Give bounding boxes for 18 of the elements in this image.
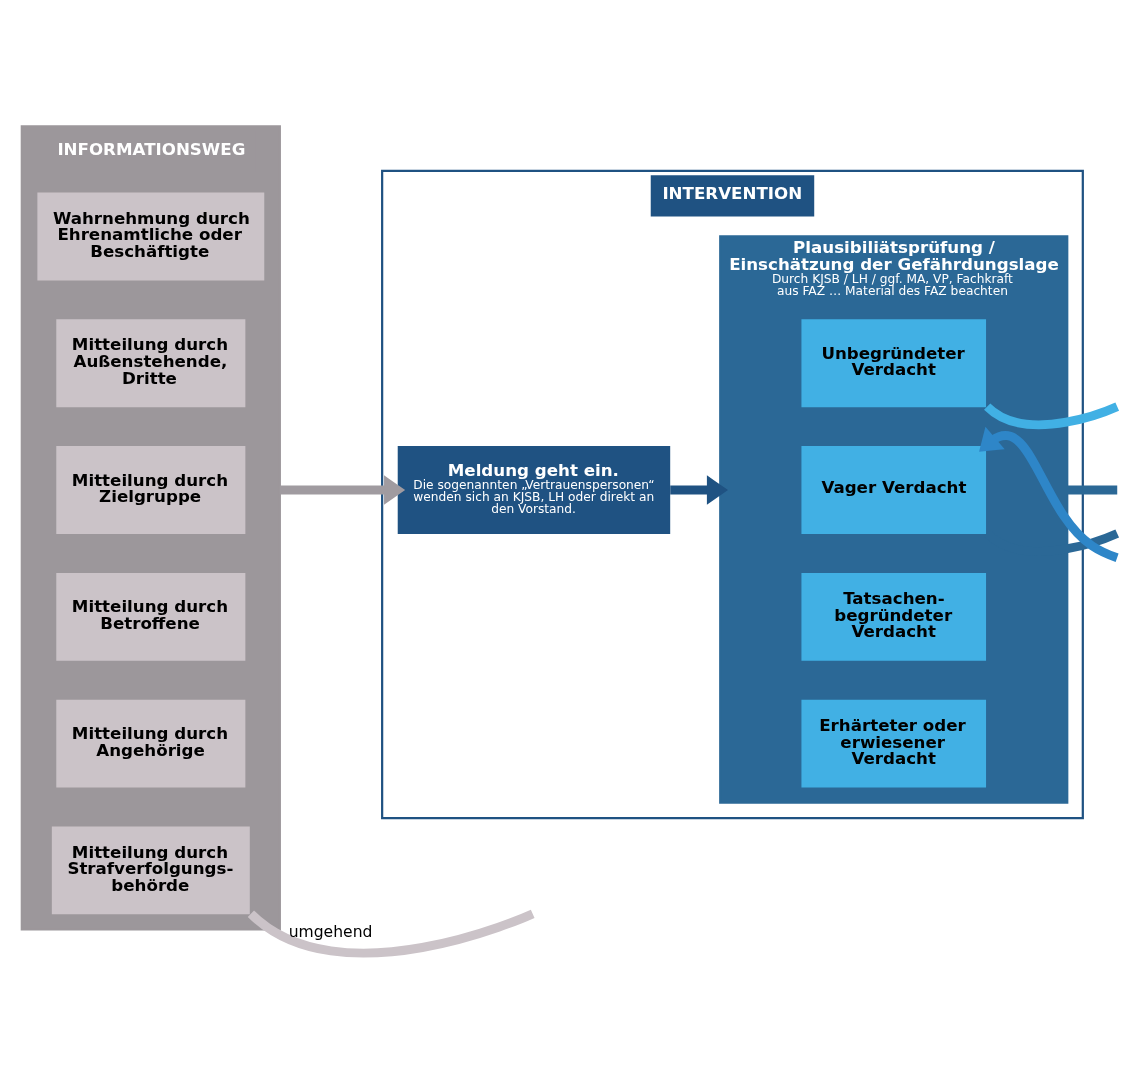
node-box: Mitteilung durch Strafverfolgungs- behörde	[51, 826, 250, 915]
node-box: Unbegründeter Verdacht	[801, 319, 987, 408]
connector	[984, 402, 1119, 430]
node-box: Wahrnehmung durch Ehrenamtliche oder Beschäftigte	[37, 192, 265, 281]
node-box: Tatsachen- begründeter Verdacht	[801, 572, 987, 661]
connector	[248, 909, 535, 958]
node-box: Mitteilung durch Zielgruppe	[56, 446, 246, 534]
arrow	[670, 475, 728, 505]
edge-label: umgehend	[288, 923, 373, 942]
node-box: Mitteilung durch Angehörige	[56, 699, 246, 788]
node-box: Mitteilung durch Betroffene	[56, 572, 246, 661]
node-box: Erhärteter oder erwiesener Verdacht	[801, 699, 987, 788]
node-box: Vager Verdacht	[801, 446, 987, 534]
arrow	[279, 475, 406, 505]
node-box: Mitteilung durch Außenstehende, Dritte	[56, 319, 246, 408]
node-box: Meldung geht ein. Die sogenannten „Vertrauenspersonen“ wenden sich an KJSB, LH oder direkt an den Vorstand.	[397, 446, 671, 534]
arrow	[979, 426, 1119, 562]
connector	[1067, 485, 1118, 495]
